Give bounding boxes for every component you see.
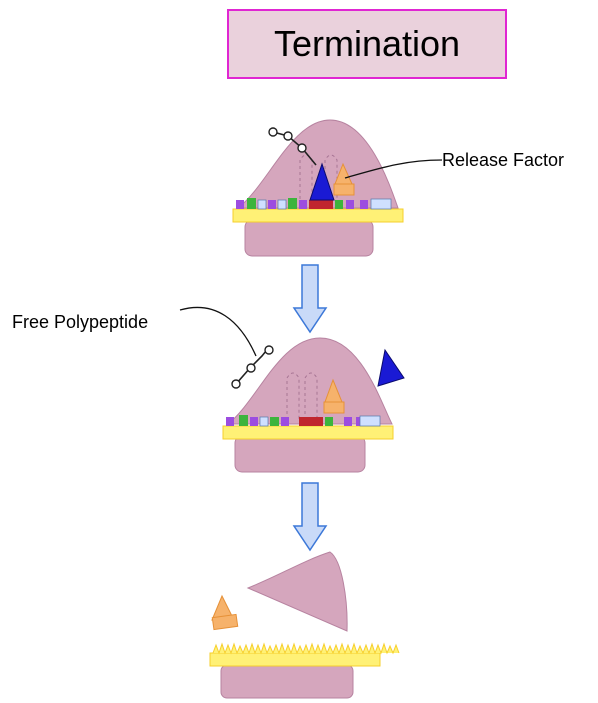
free-polypeptide-pointer bbox=[179, 306, 257, 357]
release-factor-icon bbox=[309, 162, 335, 201]
trna-icon bbox=[323, 378, 345, 414]
free-polypeptide-label: Free Polypeptide bbox=[12, 312, 149, 332]
large-subunit bbox=[226, 337, 393, 425]
small-subunit bbox=[244, 219, 374, 257]
small-subunit bbox=[220, 664, 354, 699]
stage-3-ribosome-dissociated bbox=[209, 551, 400, 699]
codon-row bbox=[236, 198, 392, 210]
release-factor-pointer bbox=[344, 159, 443, 179]
ribosome-site-outline bbox=[304, 372, 318, 420]
release-factor-icon bbox=[377, 348, 405, 387]
mrna-strand bbox=[209, 652, 381, 667]
diagram-title: Termination bbox=[273, 23, 461, 64]
trna-icon bbox=[333, 162, 355, 196]
title-box: Termination bbox=[227, 9, 507, 79]
polypeptide-chain-icon bbox=[231, 345, 274, 389]
mrna-strand bbox=[222, 425, 394, 440]
small-subunit bbox=[234, 435, 366, 473]
large-subunit bbox=[236, 119, 399, 209]
stage-1-ribosome-with-release-factor bbox=[232, 119, 443, 257]
polypeptide-chain-icon bbox=[268, 127, 317, 166]
mrna-bases bbox=[212, 642, 400, 655]
ribosome-site-outline bbox=[286, 372, 300, 420]
mrna-strand bbox=[232, 208, 404, 223]
trna-icon bbox=[211, 594, 239, 631]
down-arrow-icon bbox=[292, 264, 328, 334]
large-subunit bbox=[246, 551, 348, 632]
release-factor-label: Release Factor bbox=[442, 150, 565, 170]
codon-row bbox=[226, 415, 381, 427]
ribosome-site-outline bbox=[324, 154, 338, 205]
down-arrow-icon bbox=[292, 482, 328, 552]
stage-2-ribosome-after-release bbox=[179, 306, 405, 473]
